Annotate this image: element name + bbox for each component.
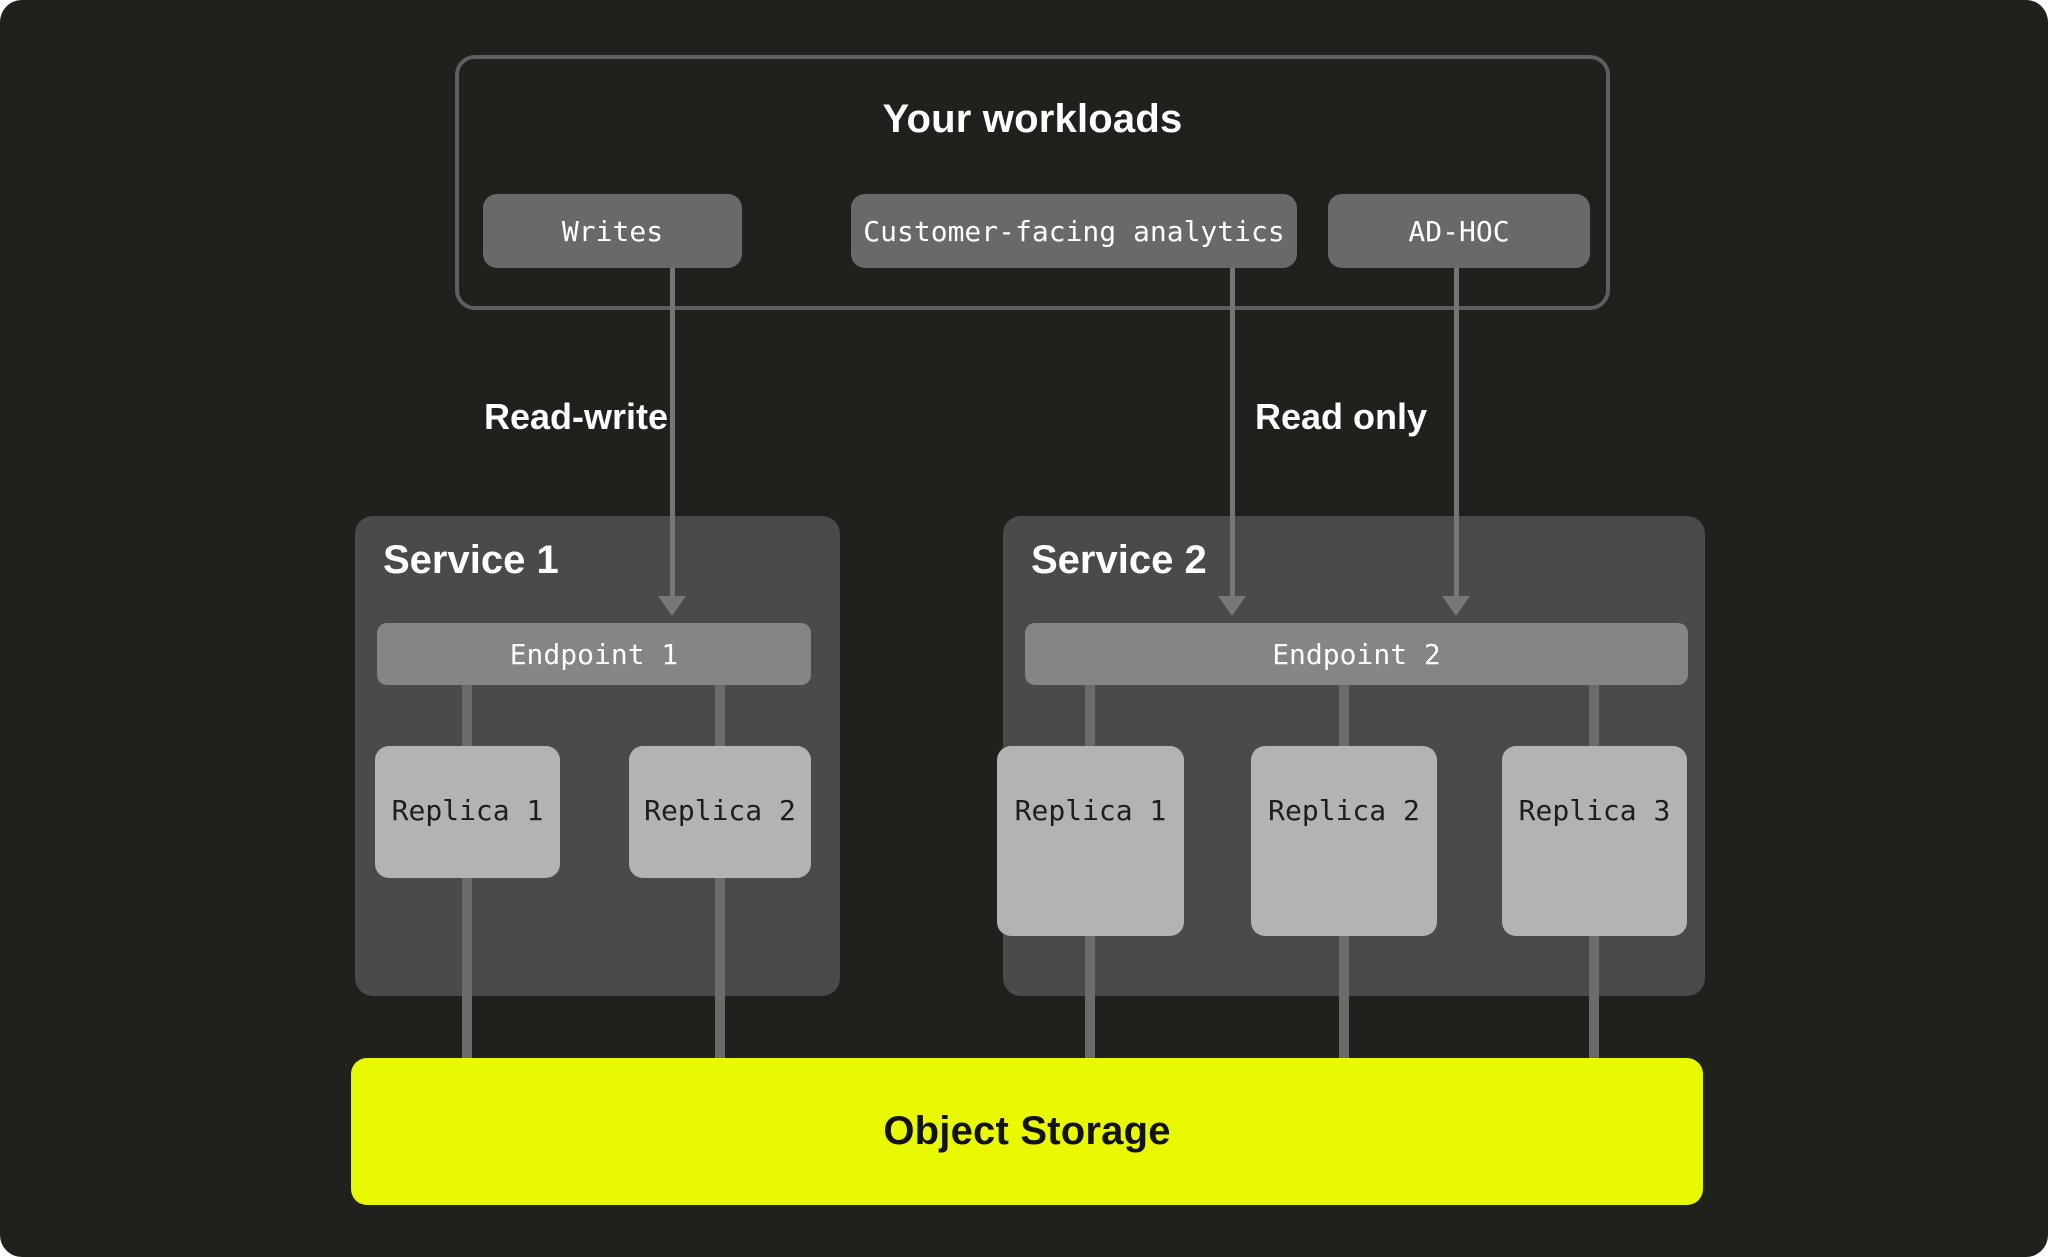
arrowhead-adhoc-icon <box>1442 596 1470 616</box>
workloads-title: Your workloads <box>882 97 1183 141</box>
workload-chip-customer-facing-analytics: Customer-facing analytics <box>851 194 1297 268</box>
service-1-replica-2: Replica 2 <box>629 746 811 878</box>
service-1-endpoint: Endpoint 1 <box>377 623 811 685</box>
service-2-replica-2: Replica 2 <box>1251 746 1437 936</box>
service-1-title: Service 1 <box>383 538 559 582</box>
workload-chip-ad-hoc: AD-HOC <box>1328 194 1590 268</box>
your-workloads-group <box>455 55 1610 310</box>
arrow-analytics-to-endpoint2 <box>1230 268 1235 598</box>
read-write-label: Read-write <box>483 396 669 437</box>
arrow-writes-to-endpoint1 <box>670 268 675 598</box>
arrowhead-analytics-icon <box>1218 596 1246 616</box>
arrowhead-writes-icon <box>658 596 686 616</box>
service-2-title: Service 2 <box>1031 538 1207 582</box>
service-2-replica-3: Replica 3 <box>1502 746 1687 936</box>
workload-chip-writes: Writes <box>483 194 742 268</box>
service-1-replica-1: Replica 1 <box>375 746 560 878</box>
read-only-label: Read only <box>1254 396 1428 437</box>
service-2-endpoint: Endpoint 2 <box>1025 623 1688 685</box>
arrow-adhoc-to-endpoint2 <box>1454 268 1459 598</box>
object-storage-bar: Object Storage <box>351 1058 1703 1205</box>
service-2-replica-1: Replica 1 <box>997 746 1184 936</box>
